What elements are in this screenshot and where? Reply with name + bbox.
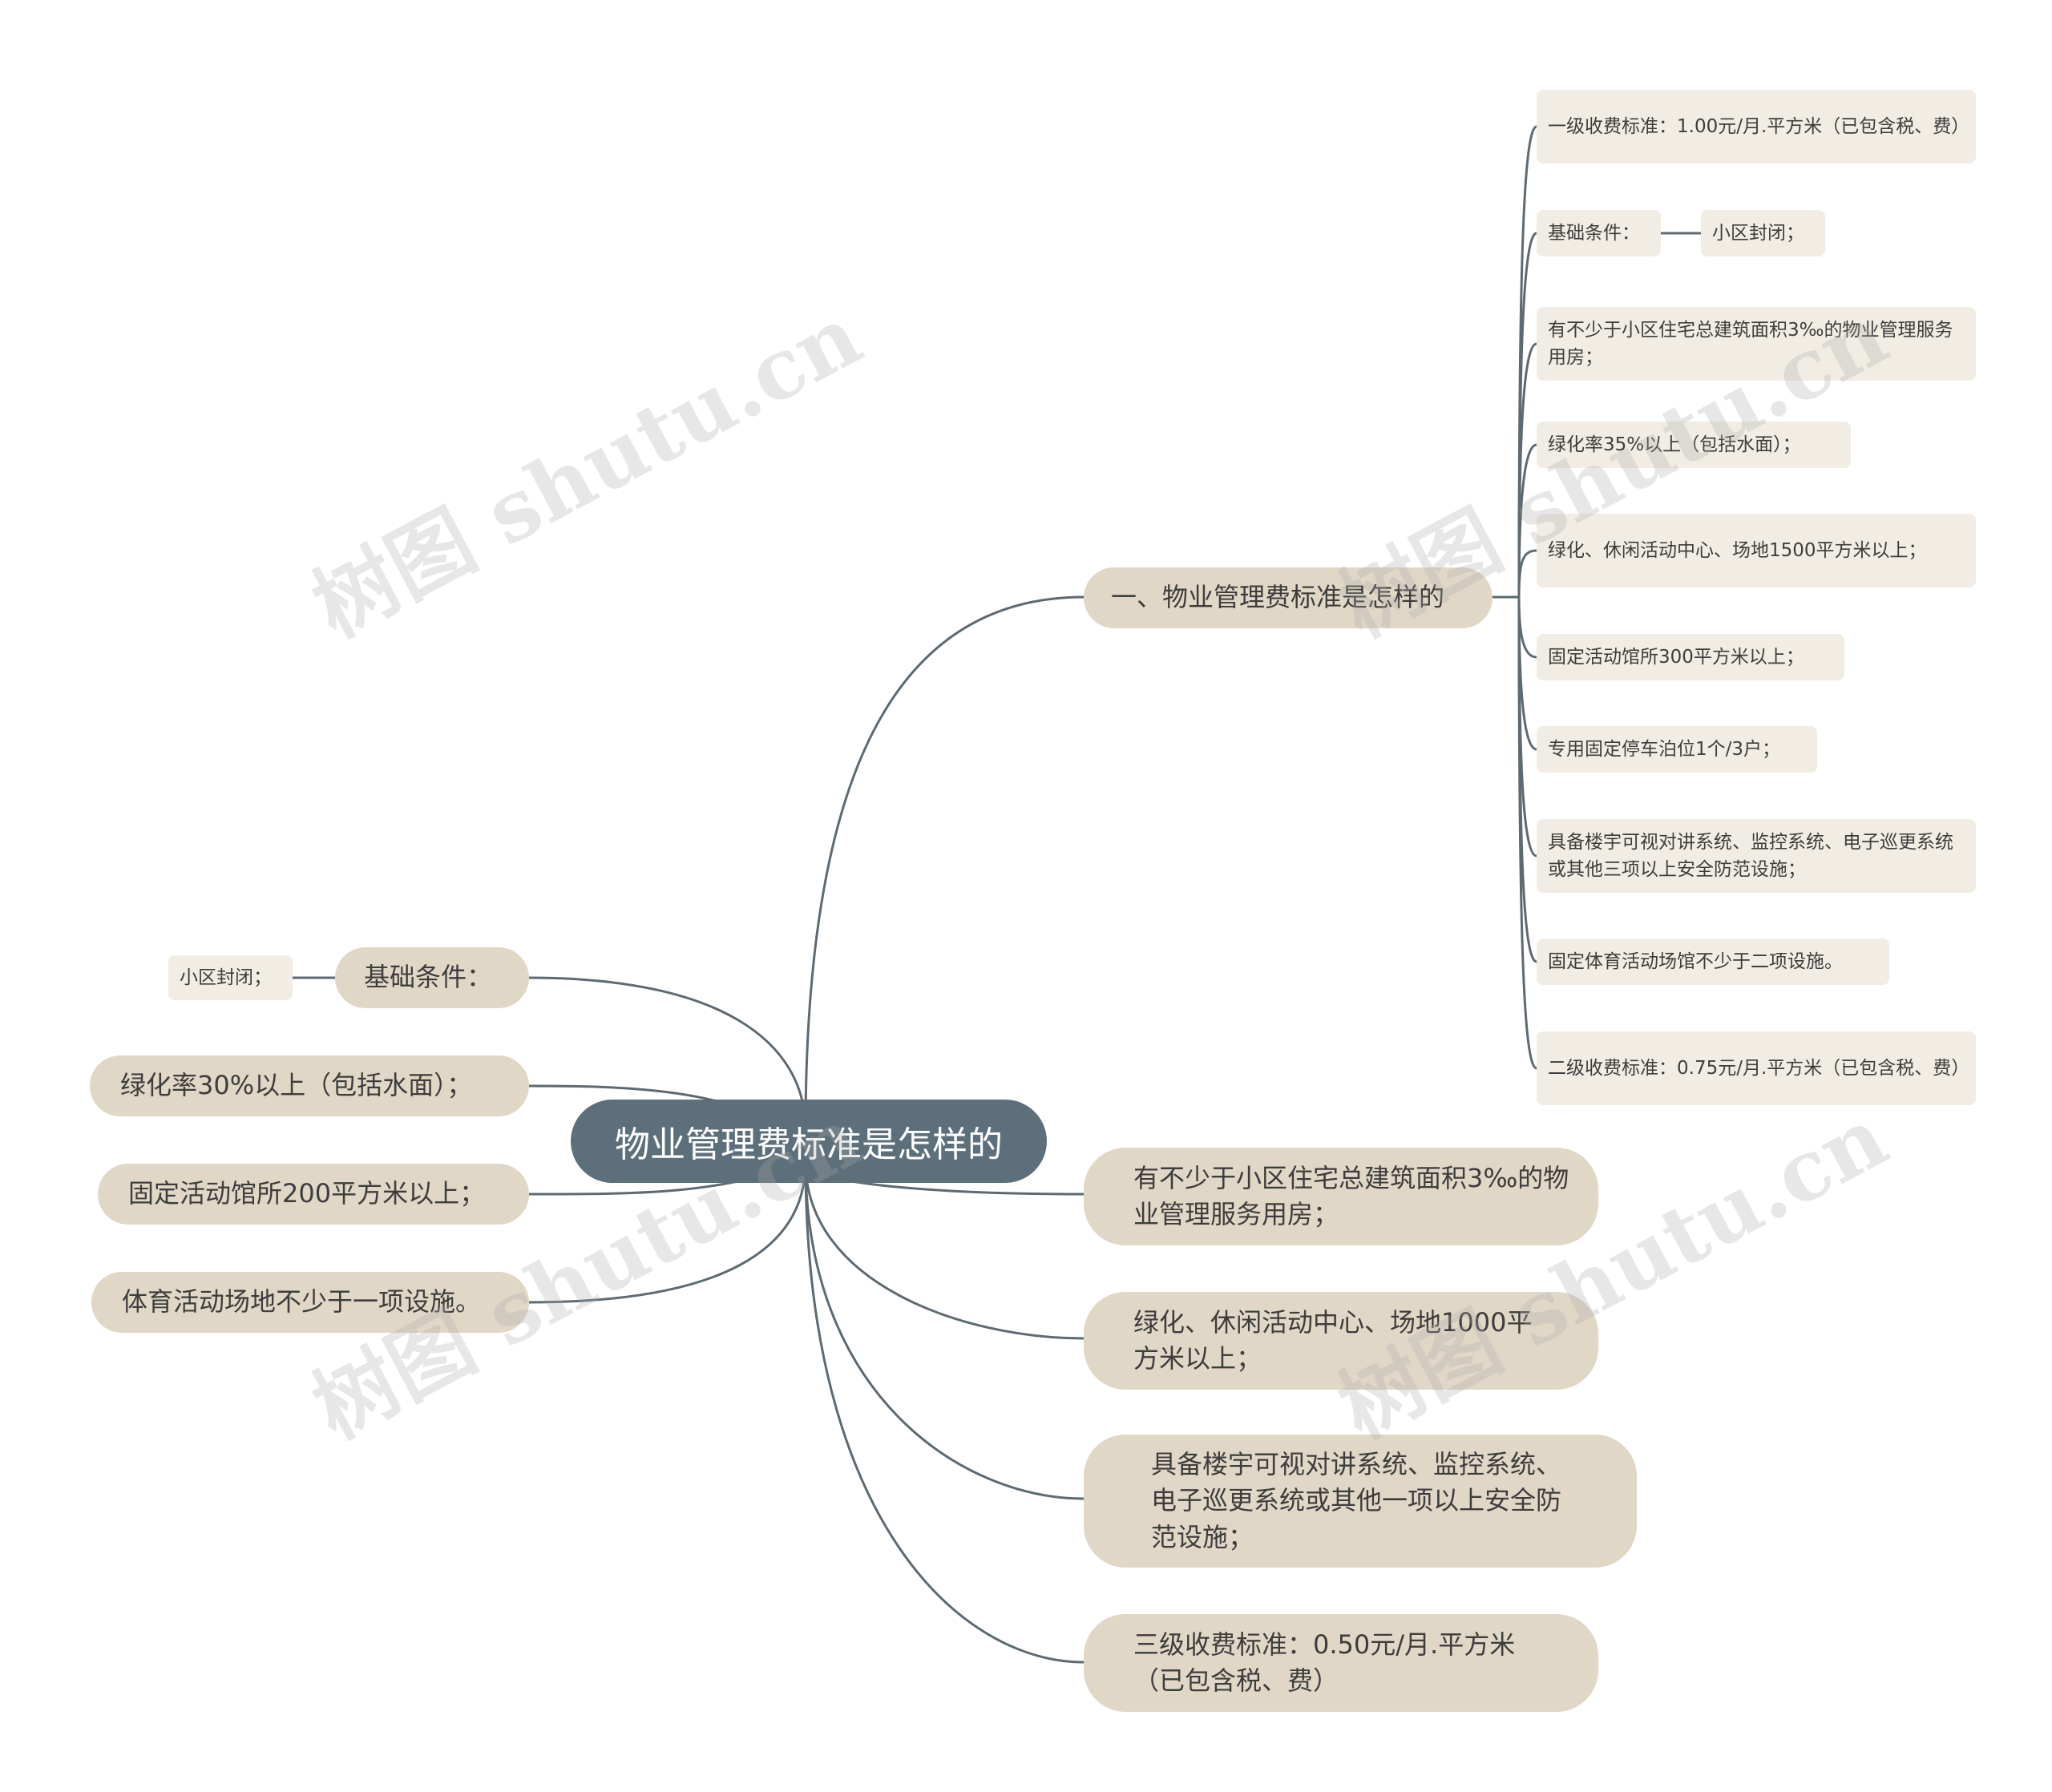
- topic-right-3-label: 具备楼宇可视对讲系统、监控系统、电子巡更系统或其他一项以上安全防范设施；: [1151, 1448, 1562, 1552]
- root-topic[interactable]: 物业管理费标准是怎样的: [571, 1100, 1047, 1183]
- topic-section-1[interactable]: 一、物业管理费标准是怎样的: [1084, 567, 1493, 628]
- subtopic-closed[interactable]: 小区封闭；: [1701, 210, 1825, 256]
- subtopic-6-label: 固定活动馆所300平方米以上；: [1548, 646, 1804, 668]
- subtopic-7[interactable]: 专用固定停车泊位1个/3户；: [1537, 726, 1817, 773]
- subtopic-10[interactable]: 二级收费标准：0.75元/月.平方米（已包含税、费）: [1537, 1031, 1976, 1105]
- topic-right-1[interactable]: 有不少于小区住宅总建筑面积3‰的物业管理服务用房；: [1084, 1148, 1598, 1245]
- subtopic-left-closed[interactable]: 小区封闭；: [168, 955, 293, 1000]
- subtopic-basic-label: 基础条件：: [1548, 222, 1640, 244]
- subtopic-3[interactable]: 有不少于小区住宅总建筑面积3‰的物业管理服务用房；: [1537, 307, 1976, 381]
- topic-right-4[interactable]: 三级收费标准：0.50元/月.平方米（已包含税、费）: [1084, 1614, 1598, 1712]
- topic-right-3[interactable]: 具备楼宇可视对讲系统、监控系统、电子巡更系统或其他一项以上安全防范设施；: [1084, 1435, 1637, 1568]
- subtopic-3-label: 有不少于小区住宅总建筑面积3‰的物业管理服务用房；: [1548, 319, 1953, 369]
- subtopic-left-closed-label: 小区封闭；: [180, 967, 272, 988]
- subtopic-6[interactable]: 固定活动馆所300平方米以上；: [1537, 634, 1844, 680]
- subtopic-9-label: 固定体育活动场馆不少于二项设施。: [1548, 950, 1843, 972]
- topic-right-2[interactable]: 绿化、休闲活动中心、场地1000平方米以上；: [1084, 1292, 1598, 1390]
- topic-left-2-label: 绿化率30%以上（包括水面）；: [120, 1070, 473, 1101]
- topic-right-1-label: 有不少于小区住宅总建筑面积3‰的物业管理服务用房；: [1133, 1162, 1569, 1229]
- subtopic-4[interactable]: 绿化率35%以上（包括水面）；: [1537, 422, 1851, 468]
- topic-left-basic-label: 基础条件：: [364, 962, 493, 993]
- root-topic-label: 物业管理费标准是怎样的: [615, 1124, 1003, 1165]
- subtopic-9[interactable]: 固定体育活动场馆不少于二项设施。: [1537, 938, 1889, 985]
- subtopic-closed-label: 小区封闭；: [1712, 222, 1804, 244]
- subtopic-10-label: 二级收费标准：0.75元/月.平方米（已包含税、费）: [1548, 1057, 1970, 1079]
- subtopic-1[interactable]: 一级收费标准：1.00元/月.平方米（已包含税、费）: [1537, 90, 1976, 163]
- subtopic-5-label: 绿化、休闲活动中心、场地1500平方米以上；: [1548, 539, 1927, 561]
- topic-right-2-label: 绿化、休闲活动中心、场地1000平方米以上；: [1133, 1306, 1533, 1374]
- topic-left-4[interactable]: 体育活动场地不少于一项设施。: [91, 1272, 529, 1333]
- topic-left-3[interactable]: 固定活动馆所200平方米以上；: [98, 1164, 529, 1225]
- subtopic-8-label: 具备楼宇可视对讲系统、监控系统、电子巡更系统或其他三项以上安全防范设施；: [1548, 831, 1953, 881]
- topic-left-2[interactable]: 绿化率30%以上（包括水面）；: [90, 1055, 529, 1116]
- topic-left-basic[interactable]: 基础条件：: [335, 947, 529, 1008]
- subtopic-4-label: 绿化率35%以上（包括水面）；: [1548, 434, 1801, 455]
- subtopic-8[interactable]: 具备楼宇可视对讲系统、监控系统、电子巡更系统或其他三项以上安全防范设施；: [1537, 819, 1976, 893]
- subtopic-7-label: 专用固定停车泊位1个/3户；: [1548, 738, 1781, 760]
- topic-right-4-label: 三级收费标准：0.50元/月.平方米（已包含税、费）: [1133, 1629, 1516, 1696]
- subtopic-5[interactable]: 绿化、休闲活动中心、场地1500平方米以上；: [1537, 514, 1976, 587]
- topic-section-1-label: 一、物业管理费标准是怎样的: [1111, 582, 1445, 613]
- subtopic-1-label: 一级收费标准：1.00元/月.平方米（已包含税、费）: [1548, 115, 1970, 137]
- topic-left-3-label: 固定活动馆所200平方米以上；: [128, 1178, 486, 1209]
- subtopic-basic[interactable]: 基础条件：: [1537, 210, 1661, 256]
- topic-left-4-label: 体育活动场地不少于一项设施。: [122, 1286, 482, 1318]
